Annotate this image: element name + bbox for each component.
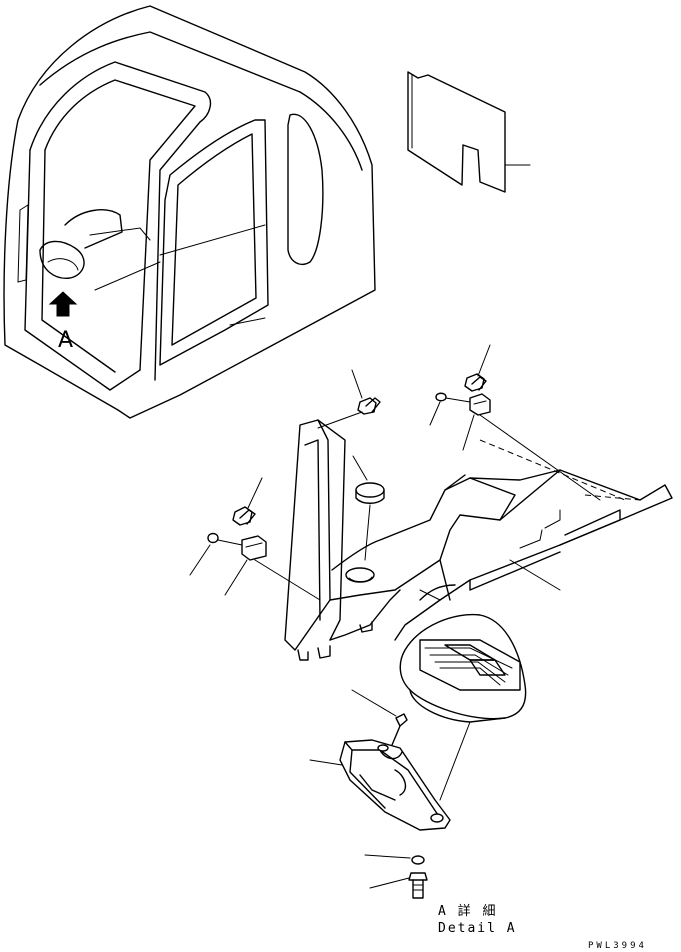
view-label: A [58, 328, 73, 353]
clip-set-left [189, 477, 321, 601]
insulation-mat [407, 71, 531, 193]
drawing-code: PWL3994 [588, 941, 647, 951]
console-cover [284, 419, 673, 661]
operator-cab: A [3, 5, 376, 419]
clip-set-upper-mid [317, 369, 381, 429]
air-vent-duct [399, 589, 527, 801]
rubber-plug [352, 455, 385, 561]
detail-a-bracket [309, 739, 451, 831]
detail-a-pin [351, 689, 408, 746]
detail-label-jp: A 詳 細 [438, 903, 497, 919]
clip-set-upper-right [429, 344, 601, 501]
detail-a-bolt [369, 872, 428, 899]
leader-cover [509, 559, 561, 591]
detail-label-en: Detail A [438, 921, 517, 936]
detail-a-washer [364, 854, 425, 865]
view-arrow-icon [48, 291, 78, 317]
